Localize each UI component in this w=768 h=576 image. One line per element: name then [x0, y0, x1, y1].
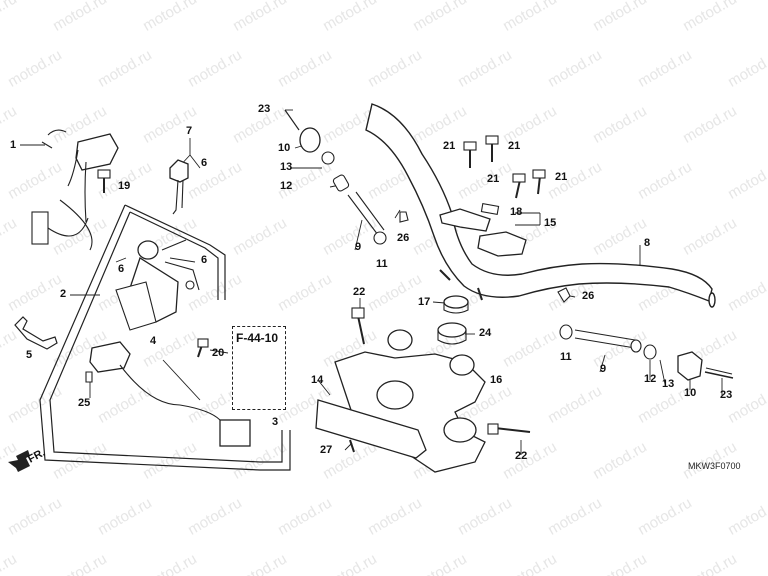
part-keys: [169, 159, 189, 215]
part-switch-body: [89, 341, 251, 447]
part-upper-holder: [439, 203, 527, 257]
callout-21-a: 21: [443, 140, 456, 152]
callout-24: 24: [479, 327, 492, 339]
callout-23-left: 23: [258, 103, 271, 115]
callout-21-c: 21: [487, 173, 500, 185]
fr-arrow: [8, 450, 30, 472]
callout-14: 14: [311, 374, 324, 386]
part-bolt-22-left: [351, 307, 365, 345]
callout-8: 8: [644, 237, 651, 249]
callout-7: 7: [186, 125, 193, 137]
reference-code: F-44-10: [236, 331, 279, 345]
callout-4: 4: [150, 335, 157, 347]
callout-25: 25: [78, 397, 91, 409]
part-cap-and-nut: [437, 295, 469, 345]
callout-22-left: 22: [353, 286, 366, 298]
part-ignition-switch: [115, 239, 200, 331]
part-ignition-cover: [31, 129, 119, 251]
callout-13-left: 13: [280, 161, 293, 173]
callout-10-left: 10: [278, 142, 291, 154]
part-bolt-23-right: [704, 371, 734, 379]
diagram-code: MKW3F0700: [688, 461, 741, 471]
callout-26-left: 26: [397, 232, 410, 244]
callout-3: 3: [272, 416, 279, 428]
callout-20: 20: [212, 347, 225, 359]
part-handlebar: [365, 103, 716, 308]
callout-10-right: 10: [684, 387, 697, 399]
callout-2: 2: [60, 288, 67, 300]
callout-15: 15: [544, 217, 557, 229]
part-25: [85, 371, 93, 383]
callout-9-left: 9: [355, 241, 362, 253]
reference-box: F-44-10: [232, 326, 286, 410]
part-bolt-19: [97, 169, 111, 193]
part-top-bridge: [315, 329, 486, 473]
callout-6-c: 6: [118, 263, 125, 275]
callout-1: 1: [10, 139, 17, 151]
part-bar-end-right: [559, 324, 733, 381]
callout-17: 17: [418, 296, 431, 308]
part-bar-end-left: [284, 109, 387, 245]
part-bolt-27: [349, 439, 355, 453]
part-bolt-22-right: [487, 423, 531, 435]
callout-19: 19: [118, 180, 131, 192]
callout-9-right: 9: [600, 363, 607, 375]
callout-6-a: 6: [201, 157, 208, 169]
ignition-group-frame: [39, 204, 291, 471]
callout-27: 27: [320, 444, 333, 456]
part-bolt-20: [197, 338, 209, 358]
callout-11-right: 11: [560, 351, 572, 363]
part-bolts-21: [463, 135, 546, 199]
callout-13-right: 13: [662, 378, 675, 390]
callout-16: 16: [490, 374, 503, 386]
callout-21-d: 21: [555, 171, 568, 183]
part-bracket: [14, 316, 58, 350]
part-26: [399, 211, 571, 303]
callout-12-left: 12: [280, 180, 293, 192]
callout-11-left: 11: [376, 258, 388, 270]
callout-18: 18: [510, 206, 523, 218]
callout-6-b: 6: [201, 254, 208, 266]
callout-12-right: 12: [644, 373, 657, 385]
callout-5: 5: [26, 349, 33, 361]
callout-23-right: 23: [720, 389, 733, 401]
callout-26-right: 26: [582, 290, 595, 302]
callout-21-b: 21: [508, 140, 521, 152]
callout-22-right: 22: [515, 450, 528, 462]
